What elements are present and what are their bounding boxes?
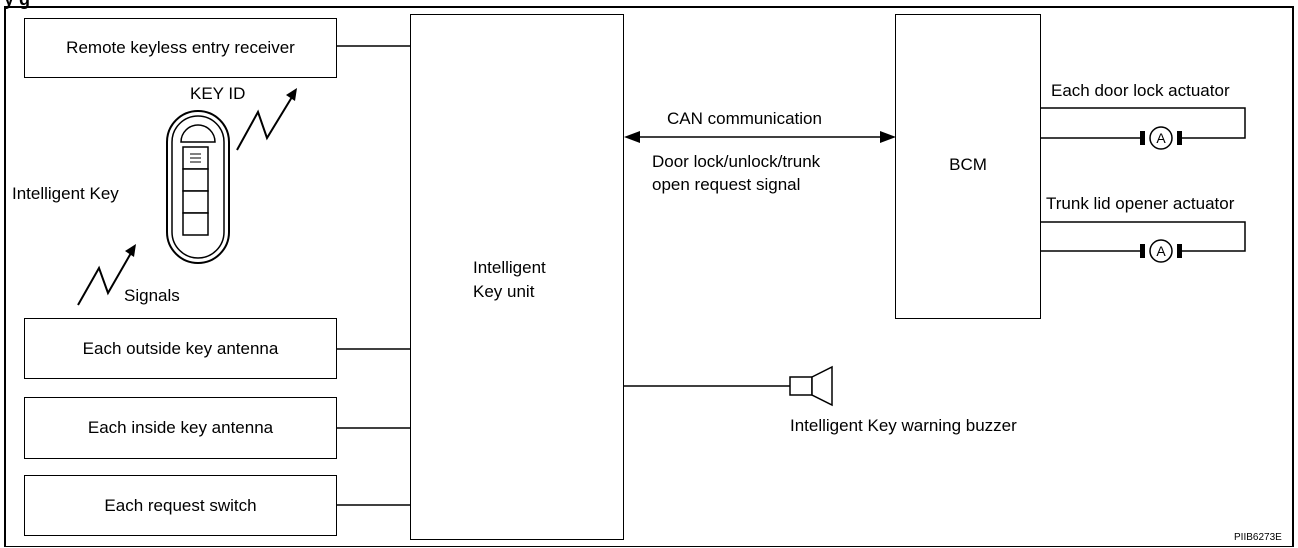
figure-code: PIIB6273E: [1234, 532, 1282, 543]
header-partial-text: y g: [4, 0, 30, 9]
request-signal-label-line1: Door lock/unlock/trunk: [652, 152, 821, 171]
trunk-opener-motor-symbol-letter: A: [1156, 243, 1166, 259]
request-switch-box: Each request switch: [24, 475, 337, 536]
outside-key-antenna-box: Each outside key antenna: [24, 318, 337, 379]
remote-keyless-entry-receiver-box: Remote keyless entry receiver: [24, 18, 337, 78]
bcm-label: BCM: [949, 154, 987, 174]
door-lock-actuator-circuit: [1040, 107, 1246, 139]
signals-label: Signals: [124, 286, 180, 305]
bcm-box: BCM: [895, 14, 1041, 319]
intelligent-key-unit-label-line1: Intelligent: [473, 258, 546, 277]
request-signal-label-line2: open request signal: [652, 175, 801, 194]
request-switch-label: Each request switch: [104, 495, 257, 515]
intelligent-key-unit-label-line2: Key unit: [473, 282, 535, 301]
intelligent-key-label: Intelligent Key: [12, 184, 119, 203]
remote-keyless-entry-receiver-label: Remote keyless entry receiver: [66, 38, 295, 57]
trunk-opener-actuator-label: Trunk lid opener actuator: [1046, 194, 1235, 213]
outer-frame: [4, 6, 1294, 547]
signals-radio-wave-icon: [77, 244, 136, 306]
key-id-label: KEY ID: [190, 84, 246, 103]
buzzer-icon: [789, 365, 833, 407]
door-lock-motor-symbol-letter: A: [1156, 130, 1166, 146]
buzzer-label: Intelligent Key warning buzzer: [790, 416, 1017, 435]
can-communication-label: CAN communication: [667, 109, 822, 128]
door-lock-motor-icon: [1140, 126, 1182, 150]
key-id-radio-wave-icon: [236, 88, 297, 151]
trunk-opener-actuator-circuit: [1040, 221, 1246, 252]
intelligent-key-fob-icon: [166, 110, 230, 264]
intelligent-key-unit-box: Intelligent Key unit: [410, 14, 624, 540]
can-double-arrow: [624, 131, 896, 143]
trunk-opener-motor-icon: [1140, 239, 1182, 263]
inside-key-antenna-label: Each inside key antenna: [87, 418, 274, 437]
door-lock-actuator-label: Each door lock actuator: [1051, 81, 1230, 100]
inside-key-antenna-box: Each inside key antenna: [24, 397, 337, 459]
outside-key-antenna-label: Each outside key antenna: [82, 338, 279, 358]
